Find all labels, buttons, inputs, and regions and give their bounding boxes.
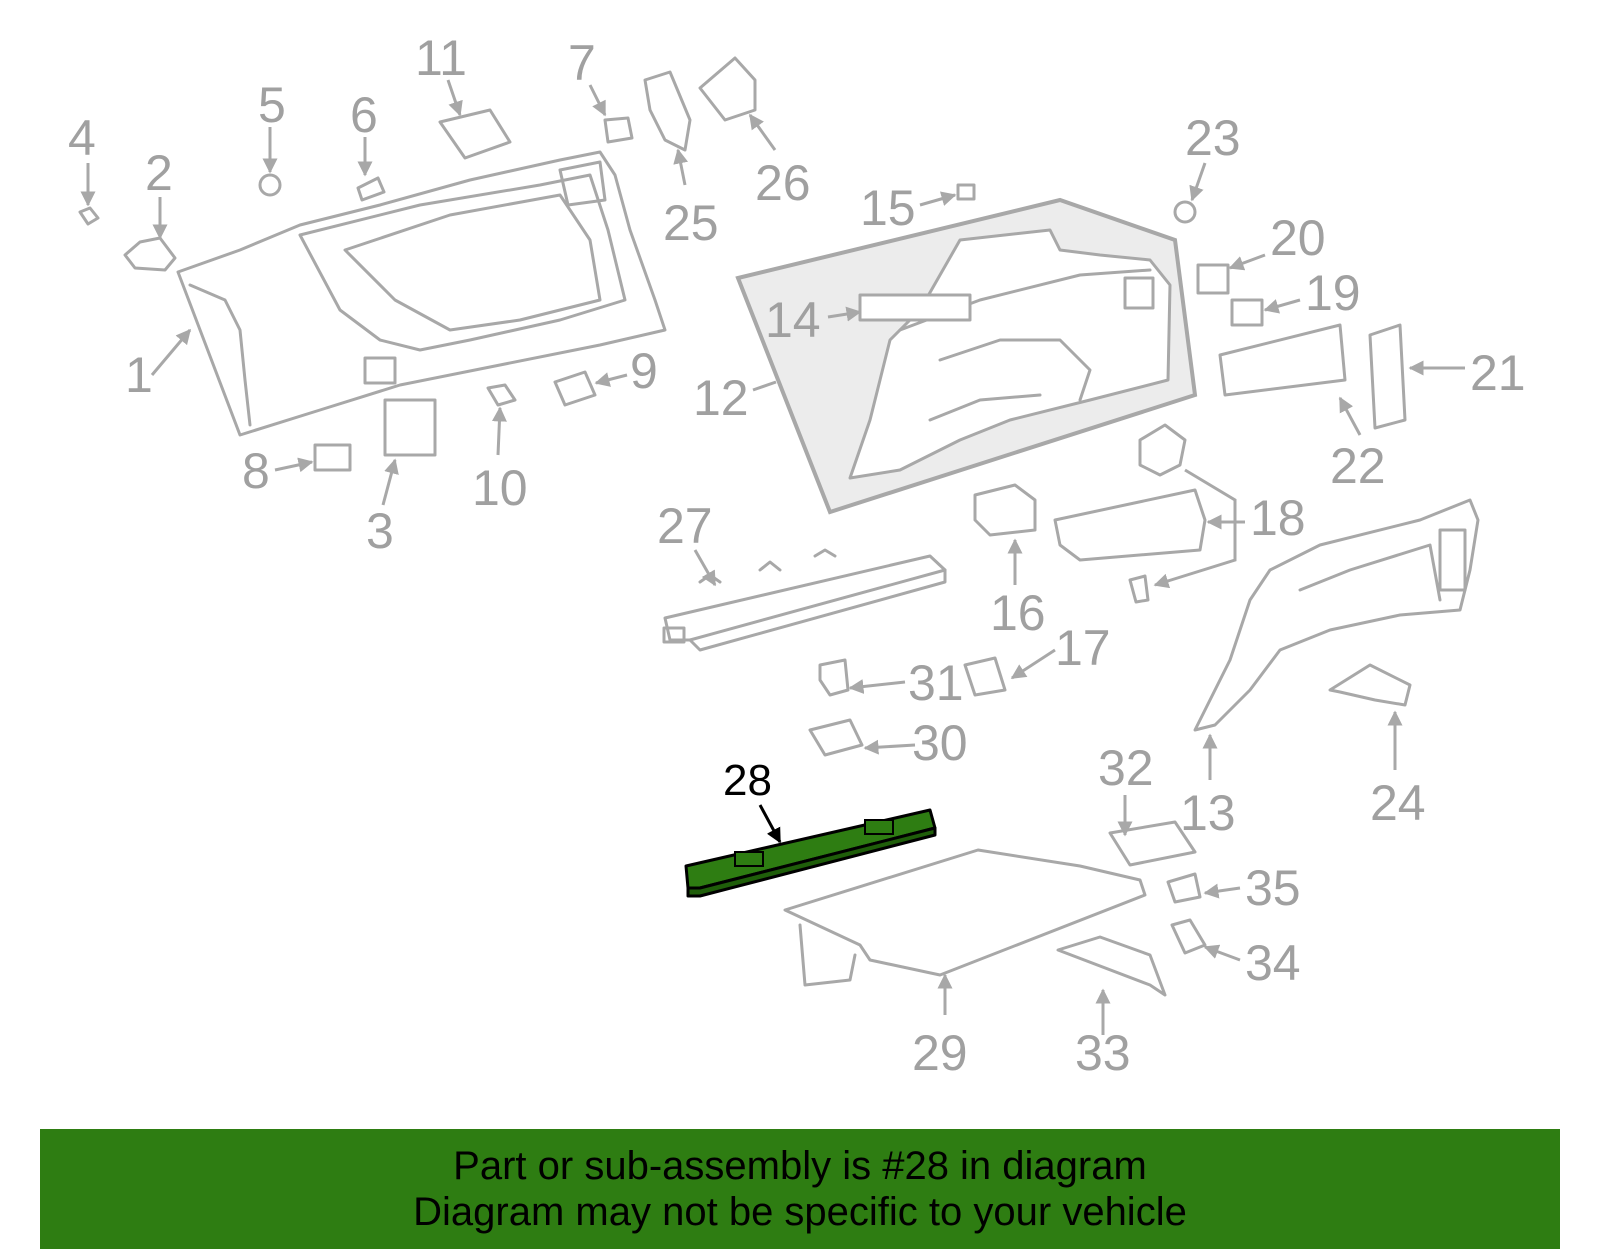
callout-11: 11 (415, 30, 467, 86)
callout-13: 13 (1180, 785, 1236, 841)
banner-line-1: Part or sub-assembly is #28 in diagram (453, 1144, 1147, 1188)
callout-29: 29 (912, 1025, 968, 1081)
part-1-back-door-trim (176, 150, 667, 437)
callout-22: 22 (1330, 438, 1386, 494)
part-12-quarter-trim-group (735, 197, 1198, 515)
callout-23: 23 (1185, 110, 1241, 166)
callout-9: 9 (630, 343, 658, 399)
part-13-right-quarter-trim (1193, 498, 1480, 732)
callout-35: 35 (1245, 860, 1301, 916)
info-banner: Part or sub-assembly is #28 in diagram D… (40, 1129, 1560, 1249)
callout-20: 20 (1270, 210, 1326, 266)
callout-21: 21 (1470, 345, 1526, 401)
callout-25: 25 (663, 195, 719, 251)
callout-2: 2 (145, 145, 173, 201)
callout-12: 12 (693, 370, 749, 426)
callout-32: 32 (1098, 740, 1154, 796)
callout-33: 33 (1075, 1025, 1131, 1081)
callout-19: 19 (1305, 265, 1361, 321)
callout-27: 27 (657, 498, 713, 554)
callout-28: 28 (723, 756, 772, 805)
callout-17: 17 (1055, 620, 1111, 676)
callout-7: 7 (568, 35, 596, 91)
small-parts (78, 56, 1412, 997)
callout-14: 14 (765, 292, 821, 348)
callout-30: 30 (912, 715, 968, 771)
callout-3: 3 (366, 503, 394, 559)
callout-26: 26 (755, 155, 811, 211)
callout-10: 10 (472, 460, 528, 516)
callout-34: 34 (1245, 935, 1301, 991)
banner-line-2: Diagram may not be specific to your vehi… (413, 1190, 1187, 1234)
callout-16: 16 (990, 585, 1046, 641)
part-29-deck-floor-board (783, 848, 1147, 987)
callout-5: 5 (258, 77, 286, 133)
callout-1: 1 (125, 347, 153, 403)
callout-6: 6 (350, 87, 378, 143)
callout-15: 15 (860, 180, 916, 236)
callout-4: 4 (68, 110, 96, 166)
callout-24: 24 (1370, 775, 1426, 831)
callout-18: 18 (1250, 490, 1306, 546)
callout-labels: 1 2 3 4 5 6 7 8 9 10 11 12 13 14 15 16 1… (68, 30, 1526, 1081)
part-28-deck-board-highlighted (684, 808, 937, 898)
callout-31: 31 (908, 655, 964, 711)
part-27-tonneau-cover (662, 548, 947, 652)
leader-lines (80, 79, 1465, 1035)
callout-8: 8 (242, 443, 270, 499)
